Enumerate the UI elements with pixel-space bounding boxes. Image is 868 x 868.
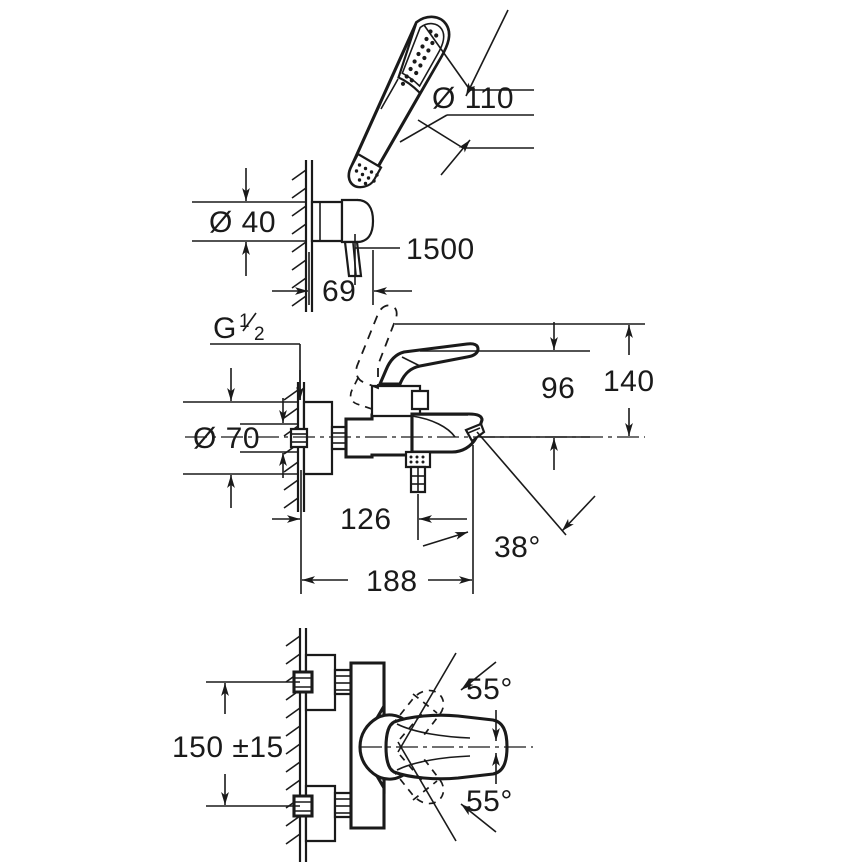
- dim-1500: [354, 234, 400, 285]
- dim-dia40: [192, 168, 306, 276]
- view-middle-mixer: G 1 2 Ø 70 96: [183, 304, 655, 598]
- dim-thread-G12: [210, 343, 304, 400]
- dim-55deg-lower: [397, 741, 500, 842]
- dim-38deg: [476, 431, 596, 536]
- dim-label-96: 96: [541, 372, 575, 405]
- dim-label-55deg-upper: 55°: [466, 673, 513, 706]
- dim-96: [420, 322, 590, 470]
- dim-label-thread-num: 1: [239, 311, 250, 332]
- wall-holder: [310, 198, 375, 278]
- dim-188: [300, 445, 474, 594]
- dim-label-38deg: 38°: [494, 531, 541, 564]
- dim-55deg-upper: [397, 652, 500, 753]
- dim-140: [395, 323, 645, 436]
- inlet-collar: [330, 425, 348, 451]
- lower-inlet-assembly: [292, 784, 353, 843]
- lever-raised-position: [355, 304, 398, 390]
- dim-label-188: 188: [366, 565, 418, 598]
- view-top-handshower: Ø 110 Ø 40 1500 69: [192, 9, 534, 312]
- dim-126: [272, 470, 467, 540]
- outlet-knurl: [409, 455, 425, 464]
- dim-label-G12-group: G 1 2: [213, 311, 265, 345]
- dim-label-150pm15: 150 ±15: [172, 731, 284, 764]
- dim-dia70: [183, 368, 298, 508]
- wall-bottom-view: [285, 628, 308, 862]
- wall-hatching-middle: [283, 389, 299, 509]
- dim-label-140: 140: [603, 365, 655, 398]
- dim-label-thread-den: 2: [254, 324, 265, 345]
- dim-label-126: 126: [340, 503, 392, 536]
- dim-label-55deg-lower: 55°: [466, 785, 513, 818]
- dim-dia110: [399, 9, 534, 176]
- mixer-body: [344, 304, 486, 494]
- dim-69: [272, 250, 412, 305]
- dim-label-1500: 1500: [406, 233, 475, 266]
- lever-lower-ghost: [349, 377, 373, 410]
- upper-inlet-assembly: [292, 653, 353, 712]
- dim-150pm15: [206, 681, 300, 807]
- escutcheon: [302, 400, 334, 476]
- wall-hatching: [291, 169, 307, 307]
- dim-label-dia40: Ø 40: [209, 206, 276, 239]
- hose-collar-knurl: [354, 163, 379, 186]
- dim-label-69: 69: [322, 275, 356, 308]
- spray-nozzle-dots: [400, 29, 439, 86]
- dim-label-dia110: Ø 110: [432, 82, 514, 115]
- hand-shower-body: [347, 15, 451, 189]
- view-bottom-mixer-front: 55° 55° 150 ±15: [172, 628, 533, 862]
- dim-label-dia70: Ø 70: [193, 422, 260, 455]
- handshower-outlet: [404, 450, 432, 494]
- dim-label-thread-g: G: [213, 312, 237, 345]
- inlet-union-nut: [289, 427, 309, 449]
